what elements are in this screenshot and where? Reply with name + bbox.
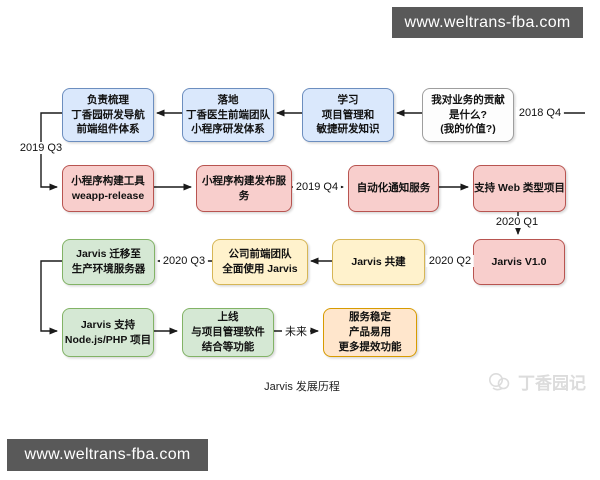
node-jarvis-migration: Jarvis 迁移至 生产环境服务器 [62,239,155,285]
timeline-label-2020-q2: 2020 Q2 [425,255,475,267]
node-text: 我对业务的贡献 是什么? (我的价值?) [431,93,505,136]
node-pm-software-integration: 上线 与项目管理软件 结合等功能 [182,308,274,357]
timeline-label-2020-q1: 2020 Q1 [492,216,542,228]
node-business-contribution: 我对业务的贡献 是什么? (我的价值?) [422,88,514,142]
node-text: 服务稳定 产品易用 更多提效功能 [338,311,402,353]
node-miniapp-build-service: 小程序构建发布服务 [196,165,292,212]
node-nodejs-php-support: Jarvis 支持 Node.js/PHP 项目 [62,308,154,357]
node-company-adoption: 公司前端团队 全面使用 Jarvis [212,239,308,285]
diagram-caption: Jarvis 发展历程 [264,381,340,393]
node-text: Jarvis V1.0 [491,255,547,268]
node-text: 小程序构建工具 weapp-release [71,174,145,202]
node-text: Jarvis 共建 [351,255,406,268]
node-web-project-support: 支持 Web 类型项目 [473,165,566,212]
node-jarvis-v1: Jarvis V1.0 [473,239,565,285]
node-text: 学习 项目管理和 敏捷研发知识 [316,93,380,136]
node-future-goals: 服务稳定 产品易用 更多提效功能 [323,308,417,357]
node-text: 小程序构建发布服务 [202,174,286,202]
watermark-text: 丁香园记 [518,374,586,393]
top-site-banner: www.weltrans-fba.com [392,7,583,38]
node-text: Jarvis 迁移至 生产环境服务器 [71,248,146,275]
timeline-label-2019-q3: 2019 Q3 [16,142,66,154]
node-text: Jarvis 支持 Node.js/PHP 项目 [64,318,152,346]
node-component-system: 负责梳理 丁香园研发导航 前端组件体系 [62,88,154,142]
node-auto-notify-service: 自动化通知服务 [348,165,439,212]
node-text: 负责梳理 丁香园研发导航 前端组件体系 [71,93,145,136]
node-text: 公司前端团队 全面使用 Jarvis [222,248,298,275]
top-site-banner-text: www.weltrans-fba.com [404,13,571,31]
timeline-label-future: 未来 [282,323,310,339]
node-landing-dxy-doctor: 落地 丁香医生前端团队 小程序研发体系 [182,88,274,142]
timeline-label-2019-q4: 2019 Q4 [292,181,342,193]
node-text: 落地 丁香医生前端团队 小程序研发体系 [186,93,270,136]
node-weapp-release: 小程序构建工具 weapp-release [62,165,154,212]
node-learn-pm-agile: 学习 项目管理和 敏捷研发知识 [302,88,394,142]
node-jarvis-cocreation: Jarvis 共建 [332,239,425,285]
node-text: 自动化通知服务 [356,182,431,195]
bottom-site-banner: www.weltrans-fba.com [7,439,208,471]
dxy-logo-icon [489,372,510,390]
bottom-site-banner-text: www.weltrans-fba.com [24,446,191,463]
node-text: 上线 与项目管理软件 结合等功能 [191,311,265,353]
watermark: 丁香园记 [487,369,586,394]
timeline-label-2020-q3: 2020 Q3 [159,255,209,267]
node-text: 支持 Web 类型项目 [474,182,565,195]
timeline-label-2018-q4: 2018 Q4 [515,107,565,119]
